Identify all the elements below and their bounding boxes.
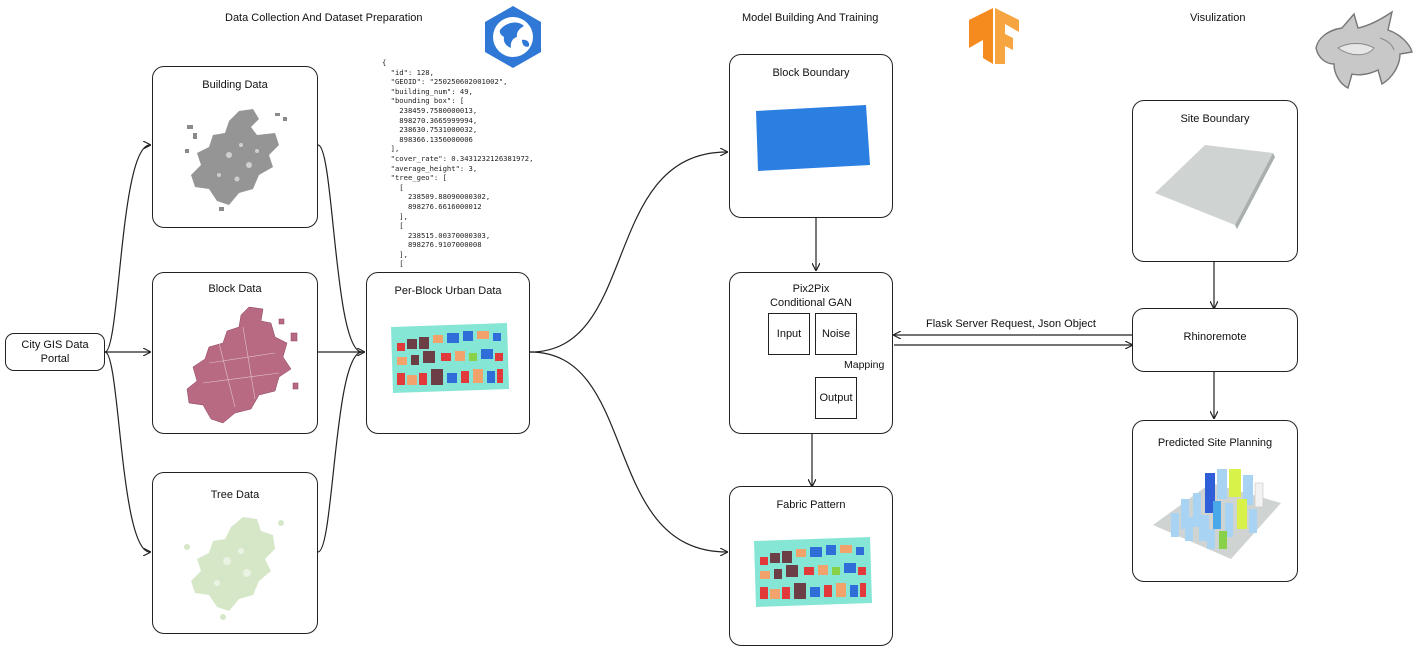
site-boundary-title: Site Boundary xyxy=(1180,113,1250,125)
tree-data-box: Tree Data xyxy=(152,472,318,634)
json-line: "GEOID": "250250602001002", xyxy=(390,77,508,87)
rhinoremote-title: Rhinoremote xyxy=(1183,331,1247,343)
block-boundary-box: Block Boundary xyxy=(729,54,893,218)
per-block-urban-data-box: Per-Block Urban Data xyxy=(366,272,530,434)
rhino-icon xyxy=(1315,10,1413,90)
portal-label-line1: City GIS Data xyxy=(21,339,89,351)
globe-icon xyxy=(485,6,541,68)
per-block-pattern-image xyxy=(391,323,509,393)
block-boundary-title: Block Boundary xyxy=(772,67,850,79)
rhinoremote-box: Rhinoremote xyxy=(1132,308,1298,372)
input-block: Input xyxy=(768,313,810,355)
json-line: 898276.9107000008 xyxy=(407,240,482,250)
json-line: "bounding box": [ xyxy=(390,96,465,106)
edge-portal-tree xyxy=(104,351,150,552)
json-line: 238459.7580000013, xyxy=(399,105,478,115)
block-map-image xyxy=(186,306,299,424)
tensorflow-icon xyxy=(969,8,1019,64)
block-data-box: Block Data xyxy=(152,272,318,434)
json-line: [ xyxy=(399,221,404,231)
header-data-collection: Data Collection And Dataset Preparation xyxy=(225,12,423,24)
predicted-site-planning-box: Predicted Site Planning xyxy=(1132,420,1298,582)
pix2pix-gan-box: Pix2Pix Conditional GAN Input Noise Mapp… xyxy=(729,272,893,434)
json-line: 238509.88090000302, xyxy=(407,192,491,202)
edge-portal-building xyxy=(104,145,150,353)
city-gis-data-portal: City GIS Data Portal xyxy=(5,333,105,371)
fabric-pattern-box: Fabric Pattern xyxy=(729,486,893,646)
building-map-image xyxy=(185,109,287,211)
building-data-box: Building Data xyxy=(152,66,318,228)
json-line: 898270.3665999994, xyxy=(399,115,478,125)
gan-title-line1: Pix2Pix xyxy=(792,283,830,295)
json-line: { xyxy=(382,58,387,67)
output-block: Output xyxy=(815,377,857,419)
edge-perblock-blockboundary xyxy=(529,152,727,353)
edge-perblock-fabric xyxy=(529,351,727,552)
header-visualization: Visulization xyxy=(1190,12,1246,24)
json-line: "cover_rate": 0.3431232126381972, xyxy=(390,153,534,163)
json-line: ], xyxy=(390,144,400,154)
json-sample: { "id": 128, "GEOID": "250250602001002",… xyxy=(382,58,533,269)
mapping-label: Mapping xyxy=(844,359,885,371)
building-data-title: Building Data xyxy=(202,79,268,91)
block-data-title: Block Data xyxy=(208,283,262,295)
site-boundary-shape xyxy=(1155,145,1275,229)
gan-title-line2: Conditional GAN xyxy=(770,297,852,309)
site-boundary-box: Site Boundary xyxy=(1132,100,1298,262)
json-line: "id": 128, xyxy=(390,67,434,77)
edge-building-perblock xyxy=(317,144,363,353)
fabric-pattern-image xyxy=(754,537,872,607)
json-line: [ xyxy=(382,259,404,269)
json-line: 238515.00370000303, xyxy=(407,230,491,240)
json-line: ], xyxy=(399,211,408,221)
header-model-building: Model Building And Training xyxy=(742,12,879,24)
json-line: "tree_geo": [ xyxy=(390,173,447,183)
per-block-title: Per-Block Urban Data xyxy=(394,285,502,297)
json-line: 238630.7531000032, xyxy=(399,125,478,135)
edge-tree-perblock xyxy=(317,351,363,553)
portal-label-line2: Portal xyxy=(40,353,70,365)
json-line: "building_num": 49, xyxy=(390,86,473,96)
fabric-pattern-title: Fabric Pattern xyxy=(776,499,846,511)
predicted-3d-image xyxy=(1153,469,1281,559)
json-line: [ xyxy=(399,182,404,192)
predicted-title: Predicted Site Planning xyxy=(1157,437,1273,449)
noise-block: Noise xyxy=(815,313,857,355)
json-line: 898366.1356000006 xyxy=(399,134,473,144)
tree-data-title: Tree Data xyxy=(210,489,260,501)
json-line: ], xyxy=(399,249,408,259)
block-boundary-shape xyxy=(756,105,870,171)
json-line: 898276.6616000012 xyxy=(407,201,482,211)
tree-map-image xyxy=(184,517,284,620)
flask-request-label: Flask Server Request, Json Object xyxy=(926,318,1096,330)
json-line: "average_height": 3, xyxy=(390,163,478,173)
